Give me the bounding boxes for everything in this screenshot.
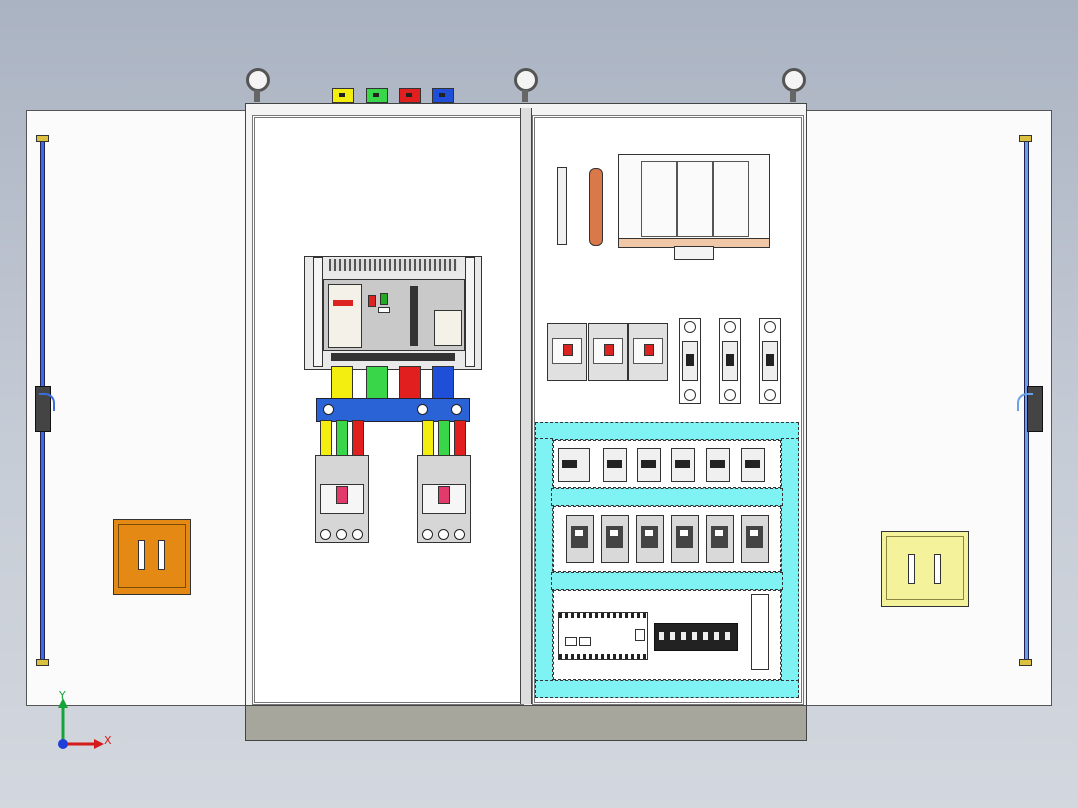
left-door-rod-cap-bottom: [36, 659, 49, 666]
io-terminal-block: [654, 623, 738, 651]
feeder-l3-left: [352, 420, 364, 458]
acb-vent-grille: [329, 259, 457, 271]
busbar-l1: [331, 366, 353, 402]
contactor: [671, 515, 699, 563]
wire-duct-mid-1: [551, 488, 783, 506]
busbar-support: [316, 398, 470, 422]
acb-red-indicator: [333, 300, 353, 306]
contactor: [741, 515, 769, 563]
axis-y-label: Y: [59, 689, 66, 702]
right-door-rod-cap-bottom: [1019, 659, 1032, 666]
lifting-eye-icon: [782, 68, 806, 92]
mini-breaker: [628, 323, 668, 381]
copper-earth-bar: [589, 168, 603, 246]
acb-handle-slot: [410, 286, 418, 346]
coordinate-triad-icon: [50, 688, 114, 752]
mccb-right: [417, 455, 471, 543]
power-module: [751, 594, 769, 670]
psu-mount: [674, 246, 714, 260]
top-tab-l3: [399, 88, 421, 103]
acb-on-button: [380, 293, 388, 305]
relay: [671, 448, 695, 482]
left-door[interactable]: [26, 110, 246, 706]
mini-breaker: [588, 323, 628, 381]
relay: [603, 448, 627, 482]
mini-breaker: [547, 323, 587, 381]
contactor: [566, 515, 594, 563]
top-tab-l2: [366, 88, 388, 103]
center-divider: [520, 108, 532, 704]
right-door[interactable]: [806, 110, 1052, 706]
contactor: [601, 515, 629, 563]
top-tab-n: [432, 88, 454, 103]
contactor: [706, 515, 734, 563]
cabinet-plinth: [245, 705, 807, 741]
busbar-l2: [366, 366, 388, 402]
mccb-left: [315, 455, 369, 543]
main-air-circuit-breaker: [304, 256, 482, 370]
acb-front-panel: [323, 279, 465, 351]
right-door-hinge-curve: [1017, 393, 1033, 411]
top-tab-l1: [332, 88, 354, 103]
feeder-l1-right: [422, 420, 434, 458]
axis-x-label: X: [104, 734, 112, 747]
feeder-l3-right: [454, 420, 466, 458]
relay: [558, 448, 590, 482]
lifting-eye-stem: [254, 90, 260, 102]
lifting-eye-icon: [514, 68, 538, 92]
contactor: [636, 515, 664, 563]
feeder-l2-right: [438, 420, 450, 458]
left-door-rod-cap-top: [36, 135, 49, 142]
lifting-eye-stem: [790, 90, 796, 102]
left-door-hinge-curve: [39, 393, 55, 411]
wire-duct-bottom: [535, 680, 799, 698]
relay: [637, 448, 661, 482]
right-door-handle[interactable]: [881, 531, 969, 607]
relay: [706, 448, 730, 482]
mccb-right-lever: [438, 486, 450, 504]
left-door-handle[interactable]: [113, 519, 191, 595]
fuse-holder: [679, 318, 701, 404]
wire-duct-left: [535, 438, 553, 682]
power-supply-unit: [618, 154, 770, 242]
fuse-holder: [759, 318, 781, 404]
wire-duct-top: [535, 422, 799, 440]
fuse-holder: [719, 318, 741, 404]
acb-off-button: [368, 295, 376, 307]
terminal-strip: [557, 167, 567, 245]
feeder-l1-left: [320, 420, 332, 458]
wire-duct-mid-2: [551, 572, 783, 590]
plc-controller: [558, 612, 648, 660]
mccb-left-lever: [336, 486, 348, 504]
relay: [741, 448, 765, 482]
busbar-n: [432, 366, 454, 402]
lifting-eye-icon: [246, 68, 270, 92]
feeder-l2-left: [336, 420, 348, 458]
wire-duct-right: [781, 438, 799, 682]
lifting-eye-stem: [522, 90, 528, 102]
busbar-l3: [399, 366, 421, 402]
right-door-rod-cap-top: [1019, 135, 1032, 142]
